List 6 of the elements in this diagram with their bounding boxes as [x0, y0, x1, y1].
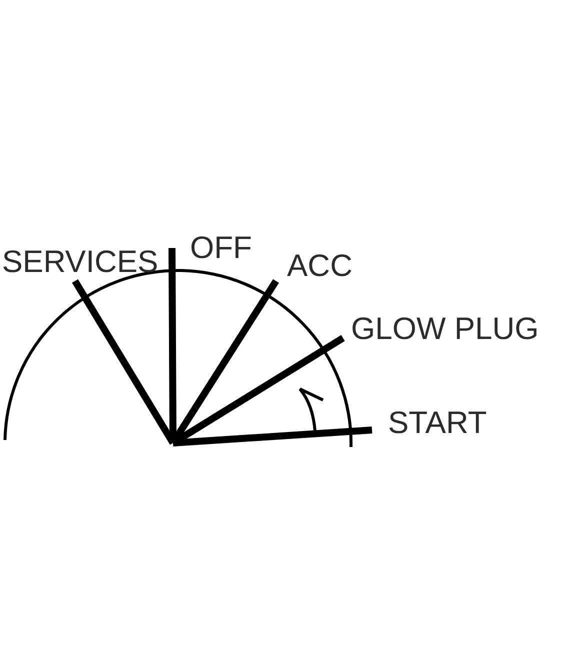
- position-label: START: [388, 407, 487, 438]
- position-label: GLOW PLUG: [351, 313, 539, 344]
- position-label: ACC: [287, 250, 352, 281]
- position-label: SERVICES: [2, 246, 158, 277]
- position-label: OFF: [190, 232, 252, 263]
- position-line: [172, 426, 372, 446]
